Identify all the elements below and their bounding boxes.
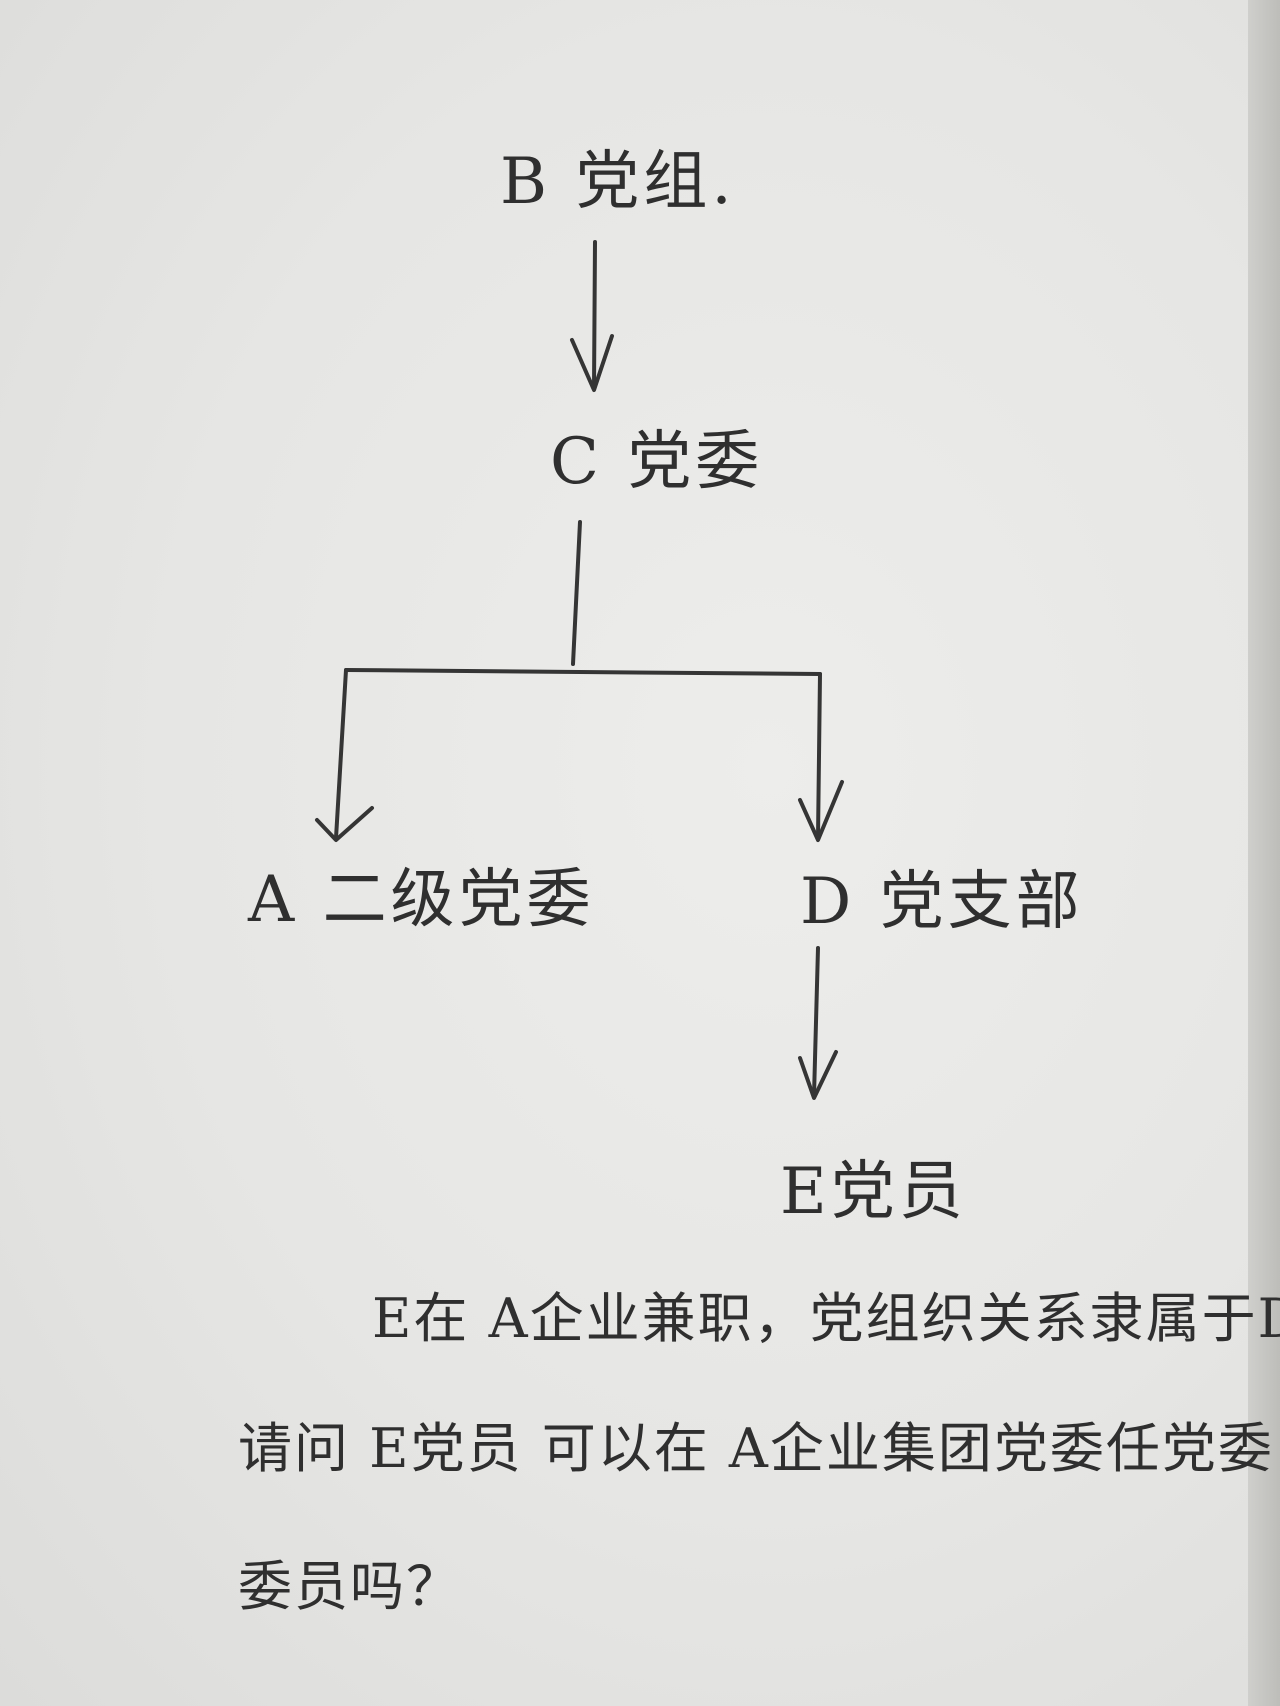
node-e-party-member: E党员 [780, 1155, 967, 1229]
edge-c-branch-bar [344, 668, 822, 676]
node-b-party-group: B 党组. [500, 145, 736, 219]
edge-c-stem [571, 520, 582, 666]
edge-d-e-arrowhead [798, 1050, 838, 1100]
paper-edge [1248, 0, 1280, 1706]
question-line-1: E在 A企业兼职，党组织关系隶属于D [372, 1287, 1280, 1350]
edge-c-d-arrowhead [798, 780, 844, 842]
edge-c-a-arrowhead [315, 806, 374, 842]
node-c-party-committee: C 党委 [550, 425, 764, 499]
question-line-2: 请问 E党员 可以在 A企业集团党委任党委 [238, 1417, 1274, 1480]
node-a-secondary-committee: A 二级党委 [248, 863, 595, 937]
node-d-party-branch: D 党支部 [800, 865, 1084, 939]
edge-d-e [812, 946, 820, 1098]
edge-b-c-arrowhead [570, 334, 614, 392]
question-line-3: 委员吗？ [238, 1555, 462, 1618]
edge-c-d [816, 672, 822, 840]
edge-b-c [592, 240, 597, 390]
edge-c-a [334, 668, 348, 840]
